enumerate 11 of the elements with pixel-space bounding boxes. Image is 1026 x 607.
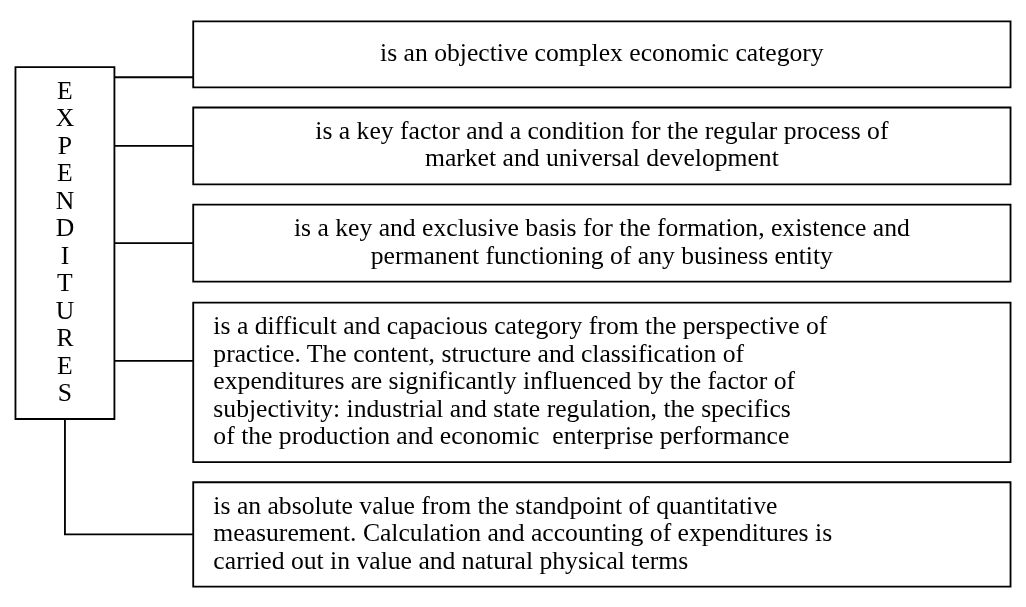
node-box: is a difficult and capacious category from the perspective of practice. The content, structure and classification of expenditures are significantly influenced by the factor of subjectivity: industrial and state regulation, the specifics of the production and economic enterprise performance [192,301,1012,463]
node-box: is an objective complex economic category [192,19,1012,88]
node-box: is an absolute value from the standpoint of quantitative measurement. Calculation and accounting of expenditures is carried out in value and natural physical terms [192,480,1012,588]
node-box: is a key and exclusive basis for the formation, existence and permanent functioning of any business entity [192,203,1012,282]
connector [113,75,194,78]
connector [113,241,194,244]
connector [113,359,194,362]
connector [64,417,194,535]
connector [113,144,194,147]
node-box: is a key factor and a condition for the regular process of market and universal development [192,106,1012,185]
node-box: EXPENDITURES [14,65,116,420]
